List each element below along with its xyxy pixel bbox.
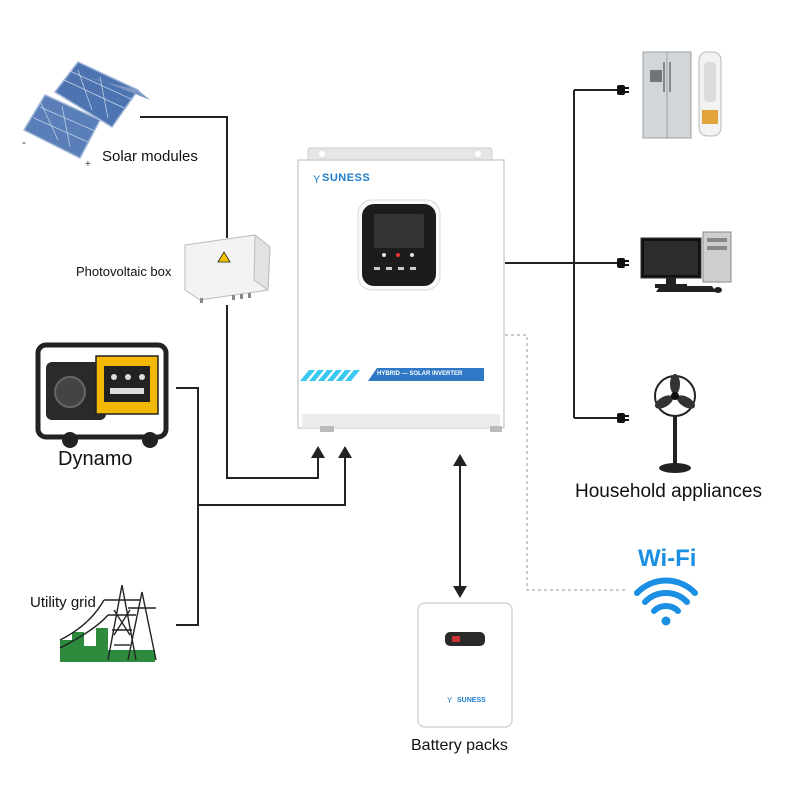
inverter-banner-text: HYBRID — SOLAR INVERTER: [377, 371, 463, 377]
dynamo-line: [176, 387, 199, 505]
pv-to-inverter-line: [226, 305, 319, 479]
negative-sign: -: [22, 135, 26, 149]
connection-lines: [140, 89, 618, 626]
solar-line: [140, 116, 228, 238]
utility-grid-icon: [59, 584, 157, 662]
wifi-dot: [661, 616, 671, 626]
plug-icon: [617, 258, 629, 268]
positive-sign: +: [85, 159, 91, 170]
battery-packs-label: Battery packs: [411, 737, 508, 754]
svg-text:Y: Y: [447, 696, 453, 705]
computer-icon: [640, 231, 732, 293]
plug-icon: [617, 85, 629, 95]
generator-icon: [35, 342, 169, 448]
photovoltaic-box-icon: [184, 233, 271, 303]
air-conditioner-icon: [698, 51, 722, 137]
utility-grid-label: Utility grid: [30, 594, 96, 611]
solar-modules-label: Solar modules: [102, 148, 198, 165]
arrow-head-pv: [311, 446, 325, 458]
battery-pack-icon: Y: [417, 602, 513, 728]
wifi-icon: [634, 577, 698, 614]
photovoltaic-box-label: Photovoltaic box: [76, 264, 172, 279]
arrow-head-battery-down: [453, 586, 467, 598]
plug-icon: [617, 413, 629, 423]
inverter-brand-logo: SUNESS: [322, 172, 371, 184]
solar-panels-icon: [22, 61, 150, 159]
grid-line: [176, 505, 199, 626]
inverter-unit: Y: [297, 147, 505, 432]
arrow-head-generator: [338, 446, 352, 458]
fan-icon: [654, 374, 696, 473]
generator-to-inverter-line: [198, 455, 346, 506]
wifi-dashed-line: [505, 334, 625, 591]
battery-brand-logo: SUNESS: [457, 697, 486, 704]
arrow-head-battery-up: [453, 454, 467, 466]
dynamo-label: Dynamo: [58, 448, 133, 470]
svg-text:Y: Y: [313, 174, 321, 186]
wifi-label: Wi-Fi: [638, 545, 697, 572]
refrigerator-icon: [642, 51, 692, 139]
household-appliances-label: Household appliances: [575, 481, 762, 502]
